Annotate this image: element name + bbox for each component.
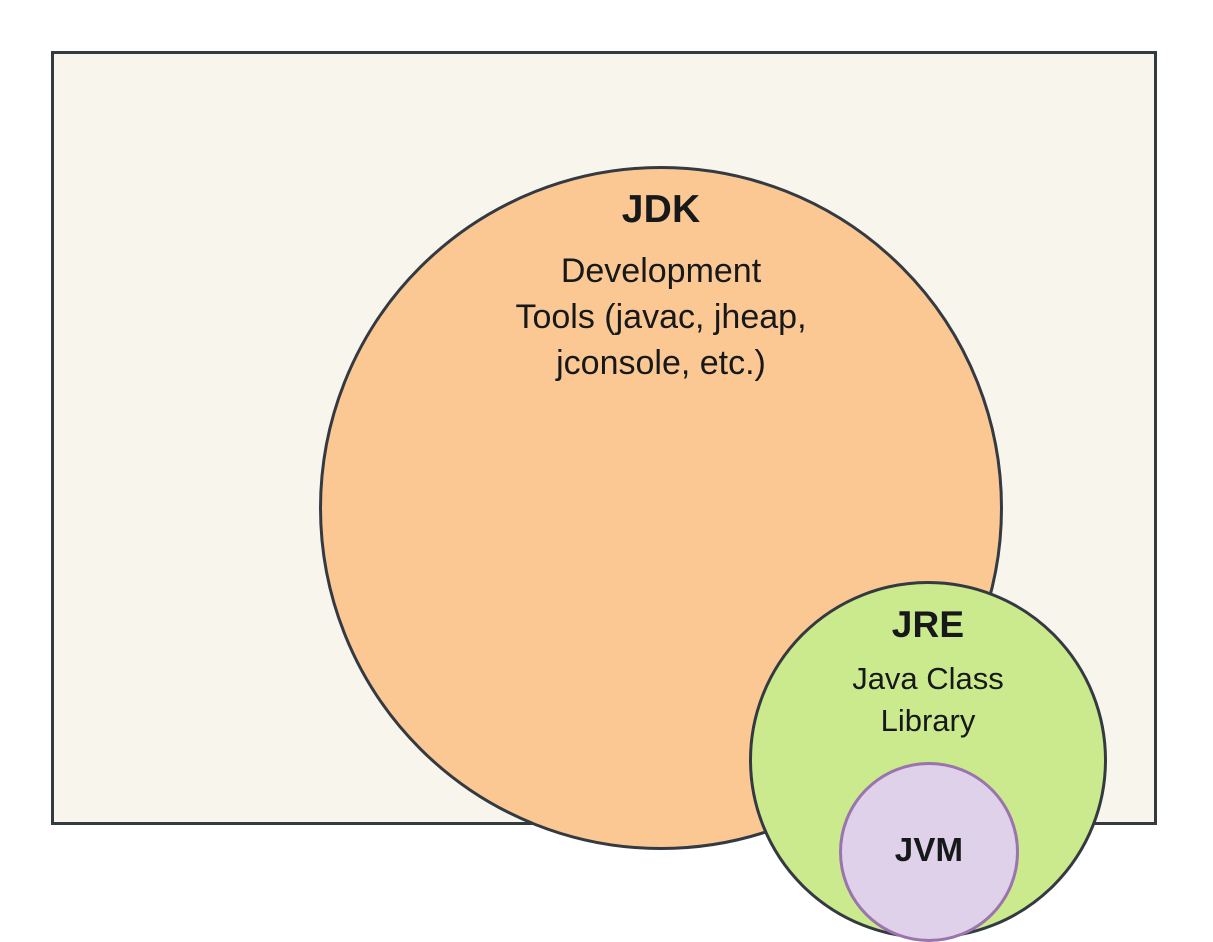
jre-description-line-1: Java Class [852, 660, 1004, 696]
jre-description: Java Class Library [783, 658, 1073, 742]
jvm-label: JVM [894, 830, 964, 868]
jdk-label: JDK [621, 188, 701, 231]
jdk-circle[interactable]: JDK Development Tools (javac, jheap, jco… [319, 166, 1107, 942]
jvm-circle[interactable]: JVM [839, 762, 1019, 942]
diagram-frame: JDK Development Tools (javac, jheap, jco… [51, 51, 1157, 942]
jdk-description-line-3: jconsole, etc.) [556, 344, 766, 383]
jre-description-line-2: Library [880, 703, 976, 738]
jre-label: JRE [891, 604, 965, 645]
jdk-description: Development Tools (javac, jheap, jconsol… [446, 248, 876, 387]
diagram-canvas: JDK Development Tools (javac, jheap, jco… [51, 51, 1157, 942]
jdk-description-line-1: Development [560, 251, 762, 290]
jdk-description-line-2: Tools (javac, jheap, [515, 298, 807, 337]
